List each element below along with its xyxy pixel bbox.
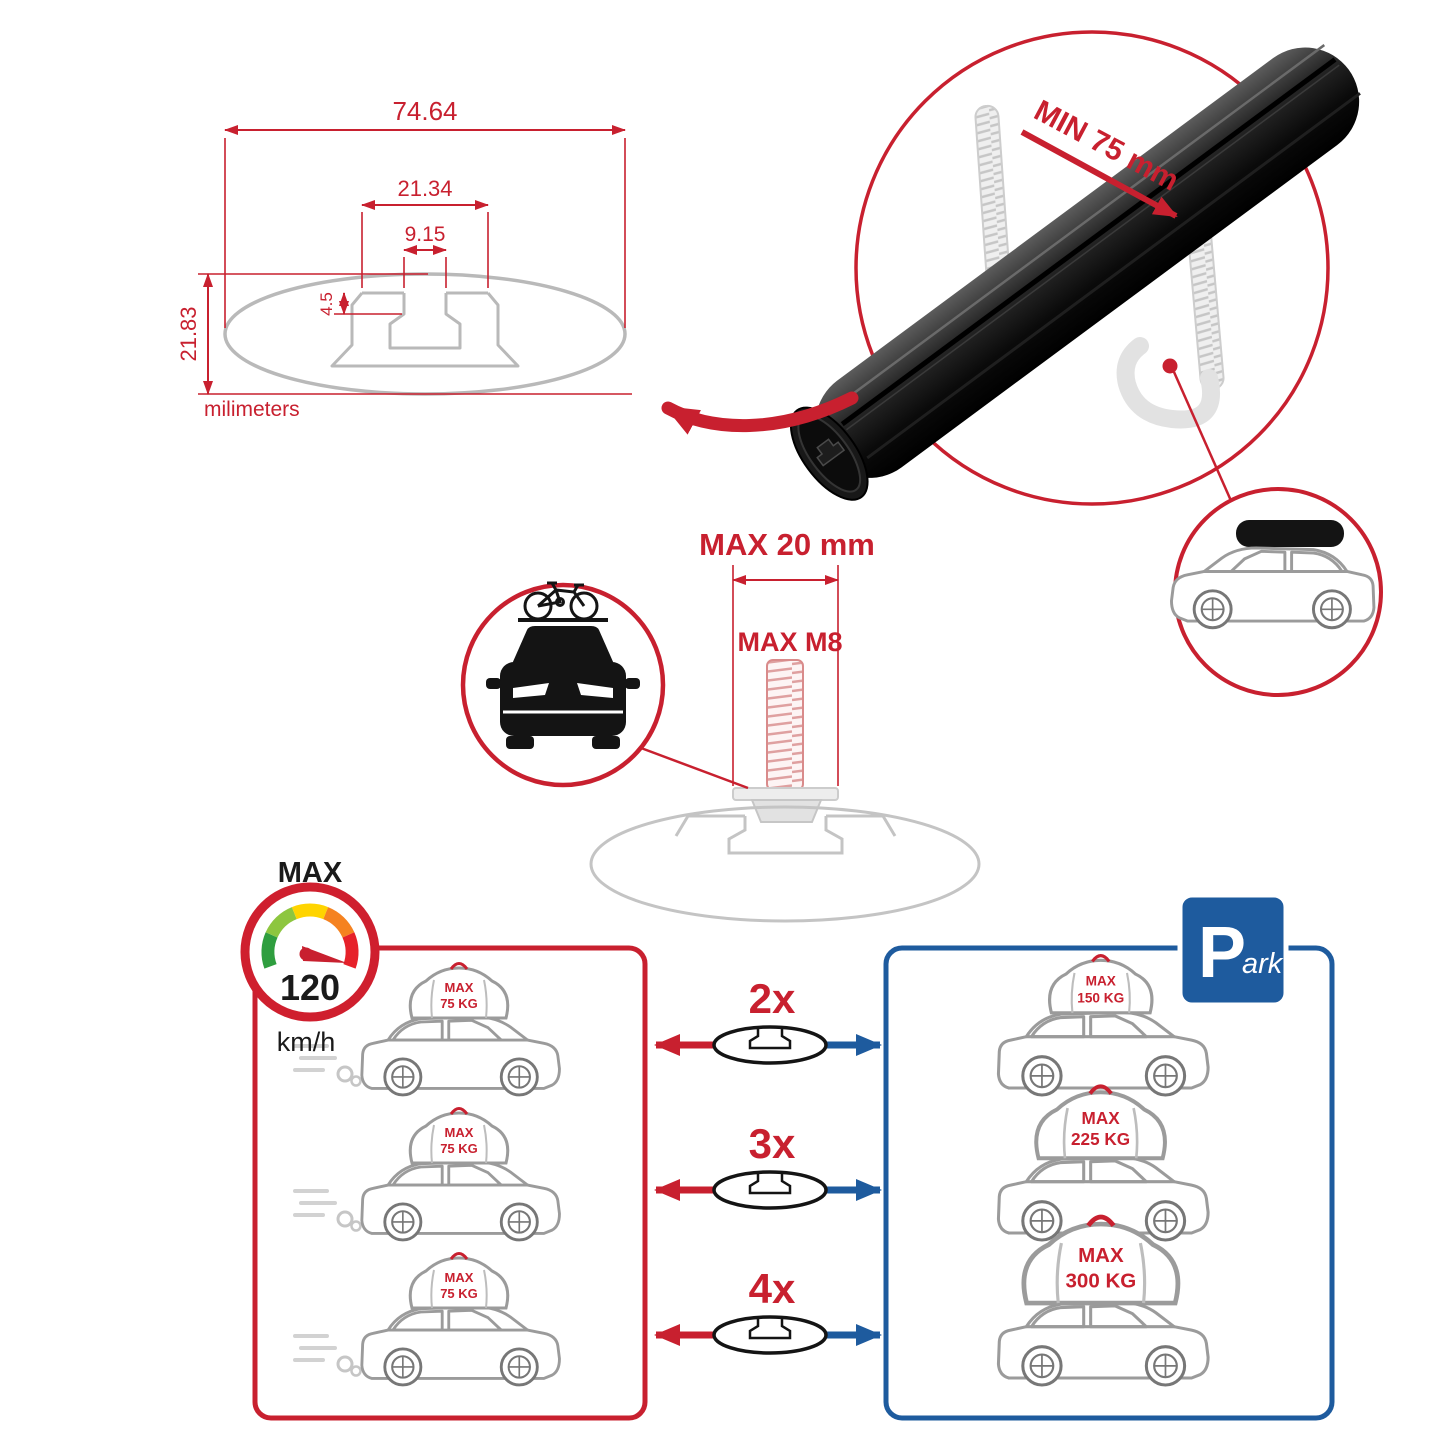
crossbar-count-row-2: 3x bbox=[654, 1120, 882, 1210]
crossbar-section-icon bbox=[712, 1170, 828, 1210]
cross-section-diagram: 74.64 21.34 9.15 4.5 21.83 milimeters bbox=[176, 96, 632, 421]
bag-weight-label: 225 KG bbox=[1071, 1129, 1130, 1149]
gauge-arc bbox=[261, 903, 359, 969]
dim-total-width: 74.64 bbox=[224, 96, 626, 328]
t-slot-profile bbox=[330, 291, 520, 368]
bar-closeup: MIN 75 mm bbox=[661, 30, 1361, 506]
park-sign: P ark bbox=[1177, 892, 1289, 1008]
badge-connector-line bbox=[1172, 371, 1234, 504]
dim-total-height-label: 21.83 bbox=[176, 306, 201, 361]
dim-total-height: 21.83 bbox=[176, 273, 632, 395]
bolt-shaft bbox=[766, 659, 804, 791]
bolt-diagram: MAX 20 mm MAX M8 bbox=[460, 527, 981, 923]
clamp-point-dot bbox=[1162, 358, 1178, 374]
parked-car-row-2: MAX 225 KG bbox=[996, 1084, 1210, 1242]
speed-unit: km/h bbox=[277, 1027, 336, 1057]
parked-car-row-3: MAX 300 KG bbox=[996, 1217, 1210, 1387]
bag-max-label: MAX bbox=[1086, 974, 1116, 989]
speed-value: 120 bbox=[280, 967, 340, 1008]
bag-max-label: MAX bbox=[445, 1125, 474, 1140]
car-front-icon bbox=[486, 626, 640, 749]
multiplier-label: 4x bbox=[749, 1265, 796, 1312]
bolt-washer bbox=[732, 787, 839, 801]
bag-weight-label: 75 KG bbox=[440, 1286, 478, 1301]
crossbar-profile-ellipse bbox=[223, 272, 627, 396]
crossbar-section-icon bbox=[712, 1315, 828, 1355]
driving-car-row-3: MAX 75 KG bbox=[293, 1252, 561, 1387]
unit-label: milimeters bbox=[204, 398, 300, 421]
dim-lip-depth-label: 4.5 bbox=[317, 292, 336, 316]
closeup-circle bbox=[854, 30, 1330, 506]
dim-slot-outer: 21.34 bbox=[361, 176, 489, 288]
dim-slot-inner: 9.15 bbox=[403, 223, 447, 288]
roof-box-icon bbox=[1236, 520, 1344, 547]
badge-to-bolt-line bbox=[640, 746, 749, 790]
bag-max-label: MAX bbox=[445, 1270, 474, 1285]
bike-car-badge bbox=[460, 581, 749, 790]
multiplier-label: 2x bbox=[749, 975, 796, 1022]
dim-slot-inner-label: 9.15 bbox=[405, 223, 446, 246]
bag-max-label: MAX bbox=[1078, 1244, 1124, 1267]
driving-car-row-2: MAX 75 KG bbox=[293, 1107, 561, 1242]
profile-in-bolt-view bbox=[589, 805, 981, 923]
dim-lip-depth: 4.5 bbox=[317, 292, 402, 316]
crossbar-3d bbox=[789, 44, 1361, 501]
crossbar-count-row-1: 2x bbox=[654, 975, 882, 1065]
dim-total-width-label: 74.64 bbox=[392, 96, 457, 126]
load-comparison: MAX 75 KG MAX 75 KG MAX 75 KG MAX 150 KG bbox=[240, 857, 1335, 1421]
closeup-to-profile-arrow bbox=[661, 391, 859, 435]
bag-weight-label: 300 KG bbox=[1066, 1269, 1137, 1292]
bag-weight-label: 75 KG bbox=[440, 996, 478, 1011]
bag-weight-label: 75 KG bbox=[440, 1141, 478, 1156]
crossbar-section-icon bbox=[712, 1025, 828, 1065]
bolt-thread-label: MAX M8 bbox=[737, 627, 842, 657]
park-sign-panel bbox=[1177, 892, 1289, 1008]
bag-weight-label: 150 KG bbox=[1077, 990, 1124, 1005]
bag-max-label: MAX bbox=[445, 980, 474, 995]
gauge-needle bbox=[302, 946, 347, 963]
parked-car-row-1: MAX 150 KG bbox=[996, 954, 1210, 1097]
gauge-needle-pivot bbox=[299, 947, 313, 961]
crossbar-count-row-3: 4x bbox=[654, 1265, 882, 1355]
multiplier-label: 3x bbox=[749, 1120, 796, 1167]
bolt-length-label: MAX 20 mm bbox=[699, 527, 875, 562]
dim-slot-outer-label: 21.34 bbox=[397, 176, 452, 201]
speed-limit-gauge: MAX 120 km/h bbox=[240, 857, 380, 1057]
driving-car-row-1: MAX 75 KG bbox=[293, 962, 561, 1097]
park-sign-ark: ark bbox=[1242, 948, 1284, 980]
bolt-t-nut bbox=[750, 799, 823, 823]
bag-max-label: MAX bbox=[1082, 1108, 1121, 1128]
park-sign-p: P bbox=[1198, 913, 1246, 993]
suv-roofbox-badge bbox=[1170, 487, 1383, 697]
